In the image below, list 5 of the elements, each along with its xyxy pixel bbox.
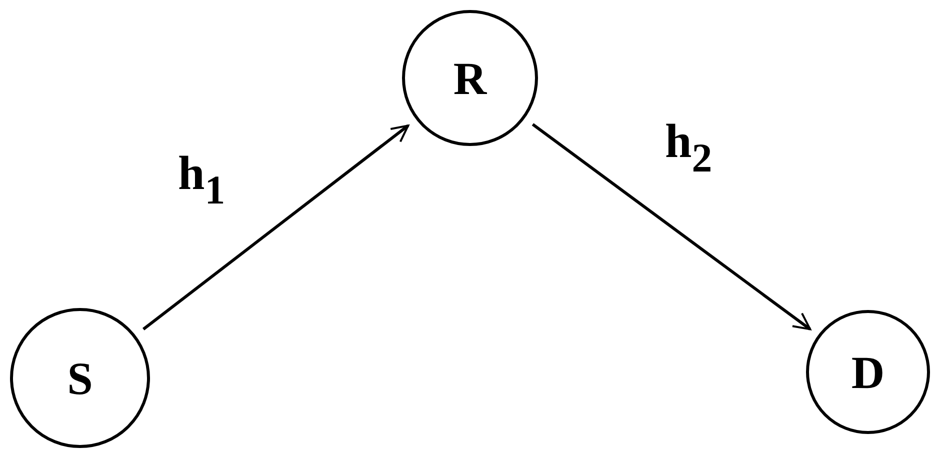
node-label: D — [851, 346, 885, 398]
arrow — [142, 124, 410, 330]
node-label: S — [67, 352, 93, 404]
arrow — [532, 123, 812, 330]
node-label: R — [453, 52, 487, 104]
